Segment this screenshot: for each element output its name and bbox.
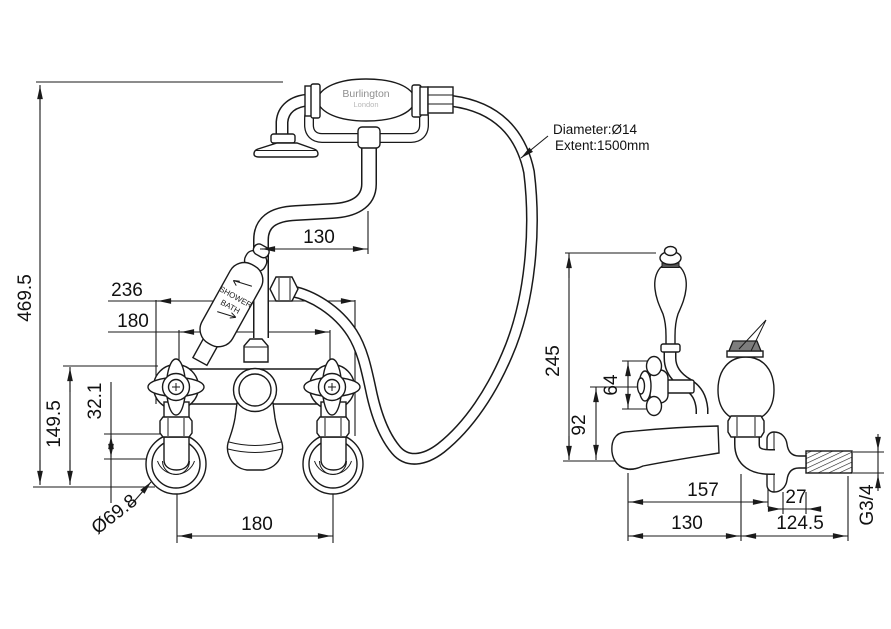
brand-city: London	[353, 100, 378, 109]
dim-spout-projection: 130	[671, 513, 703, 534]
threaded-tail	[805, 450, 853, 474]
hose-union-nut	[269, 276, 299, 302]
diverter	[232, 338, 278, 413]
shower-hose	[289, 95, 538, 465]
diverter-knob	[726, 319, 767, 358]
dim-side-height: 245	[543, 345, 564, 377]
dim-thread-size: G3/4	[857, 484, 878, 526]
body-hex-nut	[727, 415, 765, 438]
front-view: Burlington London	[145, 78, 538, 495]
dim-wall-projection: 124.5	[776, 513, 824, 534]
dimension-lines-side	[563, 252, 884, 541]
left-wall-union	[145, 401, 207, 495]
dim-handle-height: 64	[601, 374, 622, 396]
dim-spout-drop: 92	[569, 414, 590, 435]
dim-spout-reach: 157	[687, 480, 719, 501]
diverter-lever: SHOWER BATH	[191, 243, 270, 367]
pull-indicator	[738, 319, 767, 352]
spout-front	[226, 402, 284, 471]
dim-flange-diameter: Ø69.8	[88, 490, 142, 538]
valve-body-side	[717, 356, 775, 422]
dim-hose-offset: 130	[303, 227, 335, 248]
dim-body-height: 149.5	[44, 400, 65, 448]
cradle-stem	[357, 126, 381, 149]
handset-head	[253, 93, 319, 158]
hose-note-diameter: Diameter:Ø14	[553, 122, 638, 137]
brand-name: Burlington	[342, 88, 389, 100]
dim-overall-height: 469.5	[15, 274, 36, 322]
right-wall-union	[302, 401, 364, 495]
riser-tube	[253, 144, 377, 338]
cross-handle-side	[636, 355, 695, 417]
dimension-labels: 469.5 149.5 32.1 236 180 130 Ø69.8 180 D…	[15, 122, 878, 539]
right-cross-handle	[303, 358, 361, 416]
dim-handle-centres: 180	[117, 311, 149, 332]
dim-flange-depth: 27	[785, 487, 806, 508]
wall-elbow	[734, 430, 775, 475]
overlay-dimensions	[129, 135, 549, 507]
handset-handle: Burlington London	[304, 78, 454, 122]
dim-union-offset: 32.1	[85, 383, 106, 420]
left-cross-handle	[147, 358, 205, 416]
hose-nut	[427, 86, 454, 114]
spout-side	[611, 425, 720, 471]
dim-union-centres: 180	[241, 514, 273, 535]
hose-note-extent: Extent:1500mm	[555, 138, 650, 153]
side-view	[611, 245, 853, 493]
dim-overall-width: 236	[111, 280, 143, 301]
